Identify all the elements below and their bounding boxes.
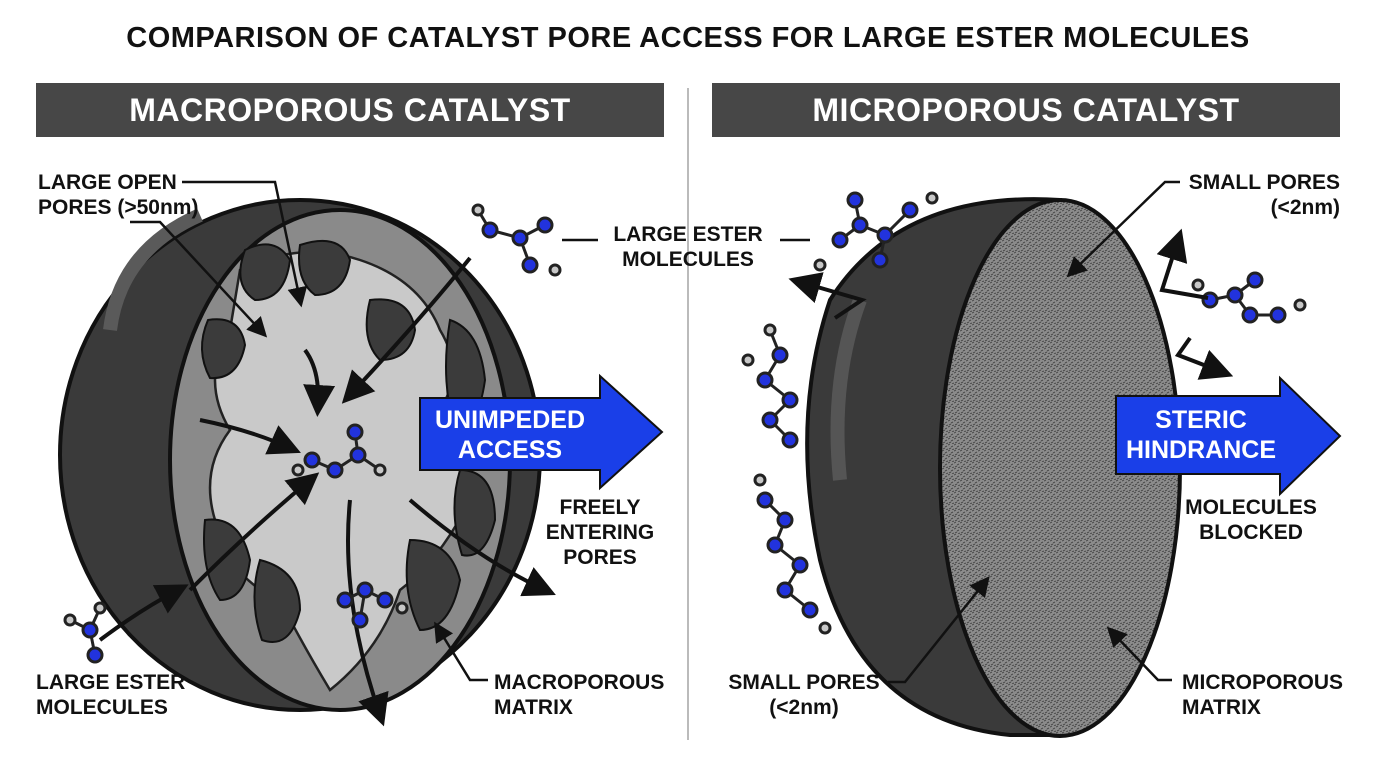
ester-molecule-pore-bottom <box>336 581 409 629</box>
label-macroporous-matrix: MACROPOROUS MATRIX <box>494 671 665 719</box>
left-panel-header: MACROPOROUS CATALYST <box>36 83 664 137</box>
steric-hindrance-text: STERIC HINDRANCE <box>1126 406 1276 464</box>
blocked-molecule-right <box>1191 271 1307 324</box>
label-large-open-pores: LARGE OPEN PORES (>50nm) <box>38 171 199 219</box>
steric-hindrance-arrow <box>1115 375 1342 497</box>
blocked-molecule-top <box>813 191 939 272</box>
ester-molecule-center-left <box>291 423 387 479</box>
right-panel-header: MICROPOROUS CATALYST <box>712 83 1340 137</box>
label-freely-entering-pores: FREELY ENTERING PORES <box>545 496 655 569</box>
blocked-molecule-bottom <box>753 473 832 635</box>
ester-molecule-bottom-left <box>63 601 107 664</box>
microporous-disc <box>805 197 1182 738</box>
ester-molecule-top-left <box>471 203 562 277</box>
label-large-ester-molecules-top: LARGE ESTER MOLECULES <box>613 223 763 271</box>
label-small-pores-top: SMALL PORES (<2nm) <box>1188 171 1340 219</box>
unimpeded-access-arrow <box>419 373 664 491</box>
label-large-ester-molecules-bottom: LARGE ESTER MOLECULES <box>36 671 186 719</box>
label-molecules-blocked: MOLECULES BLOCKED <box>1185 496 1317 544</box>
diagram-title: COMPARISON OF CATALYST PORE ACCESS FOR L… <box>126 22 1250 54</box>
unimpeded-access-text: UNIMPEDED ACCESS <box>434 406 585 464</box>
label-microporous-matrix: MICROPOROUS MATRIX <box>1182 671 1344 719</box>
blocked-molecule-left <box>741 323 799 449</box>
label-small-pores-bottom: SMALL PORES (<2nm) <box>728 671 880 719</box>
